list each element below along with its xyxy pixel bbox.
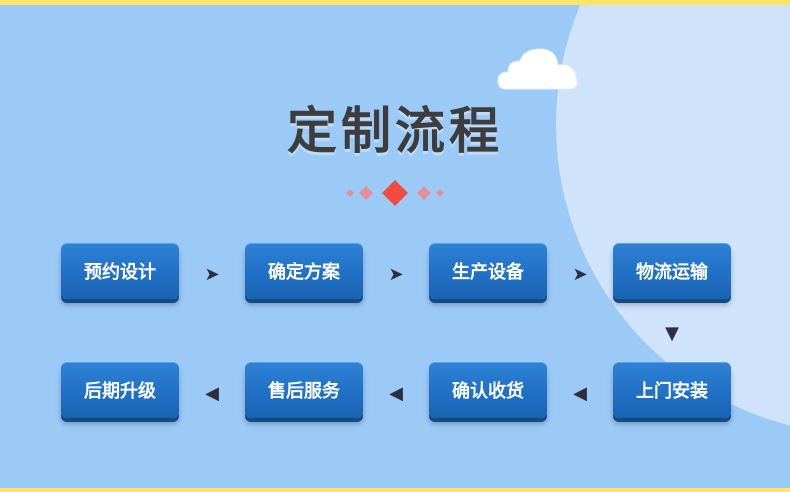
arrow-left-icon: ◀	[389, 383, 403, 404]
step-logistics[interactable]: 物流运输	[613, 243, 731, 299]
arrow-right-icon: ➤	[204, 264, 220, 285]
step-appointment-design[interactable]: 预约设计	[61, 243, 179, 299]
content-panel: 定制流程 预约设计 ➤ 确定方案 ➤ 生产设备 ➤ 物流运输 ▼ 上门安装 ◀ …	[0, 5, 790, 488]
step-upgrade[interactable]: 后期升级	[61, 362, 179, 418]
step-installation[interactable]: 上门安装	[613, 362, 731, 418]
arrow-left-icon: ◀	[573, 383, 587, 404]
step-after-sales[interactable]: 售后服务	[245, 362, 363, 418]
page-title: 定制流程	[287, 102, 503, 160]
arrow-right-icon: ➤	[572, 264, 588, 285]
arrow-left-icon: ◀	[205, 383, 219, 404]
step-confirm-receipt[interactable]: 确认收货	[429, 362, 547, 418]
diamond-ornament	[346, 180, 444, 206]
arrow-right-icon: ➤	[388, 264, 404, 285]
cloud-icon	[497, 48, 578, 90]
step-production[interactable]: 生产设备	[429, 243, 547, 299]
step-confirm-plan[interactable]: 确定方案	[245, 243, 363, 299]
arrow-down-icon: ▼	[665, 323, 679, 344]
